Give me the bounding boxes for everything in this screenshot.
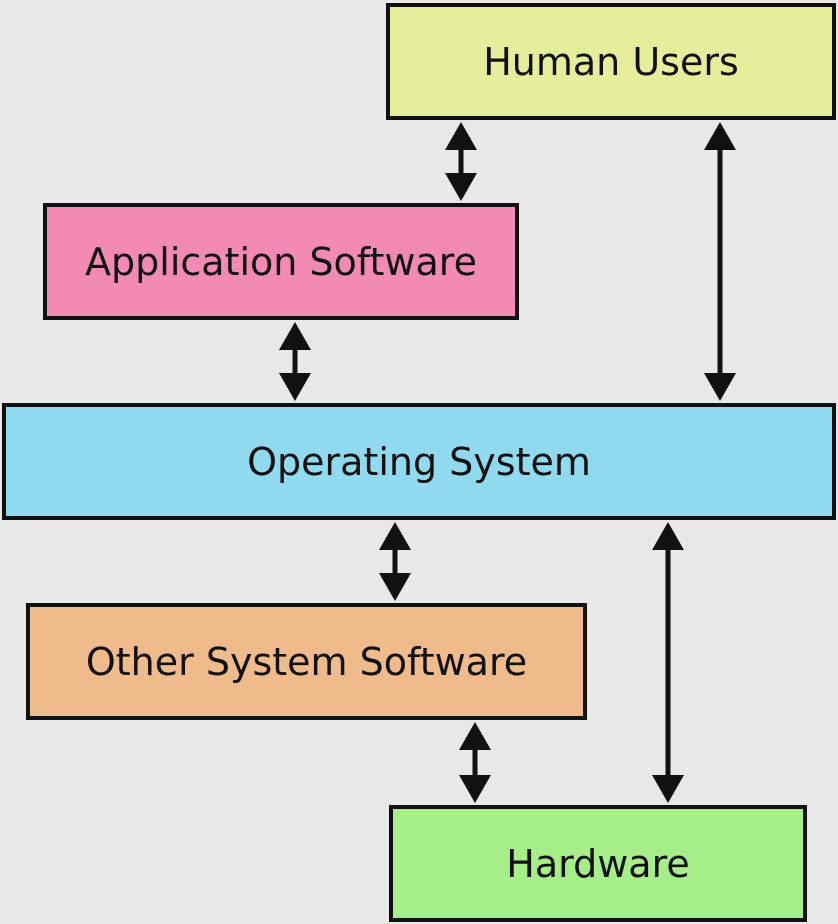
node-other-system-software-label: Other System Software — [85, 639, 528, 684]
arrow-operating-system-to-other-system-software — [379, 522, 411, 601]
arrowhead-up — [445, 122, 477, 150]
node-hardware: Hardware — [389, 805, 807, 922]
arrow-human-users-to-operating-system — [704, 122, 736, 401]
node-operating-system: Operating System — [2, 403, 836, 520]
arrow-human-users-to-application-software — [445, 122, 477, 201]
arrow-other-system-software-to-hardware — [459, 722, 491, 803]
arrowhead-down — [652, 775, 684, 803]
arrowhead-down — [279, 373, 311, 401]
node-human-users: Human Users — [386, 3, 836, 120]
arrow-application-software-to-operating-system — [279, 322, 311, 401]
arrowhead-up — [279, 322, 311, 350]
node-hardware-label: Hardware — [506, 841, 690, 886]
node-application-software: Application Software — [43, 203, 519, 320]
arrowhead-down — [704, 373, 736, 401]
arrow-operating-system-to-hardware — [652, 522, 684, 803]
arrowhead-up — [704, 122, 736, 150]
arrowhead-down — [445, 173, 477, 201]
arrowhead-up — [459, 722, 491, 750]
arrowhead-down — [459, 775, 491, 803]
node-operating-system-label: Operating System — [247, 439, 591, 484]
node-human-users-label: Human Users — [483, 39, 739, 84]
arrowhead-down — [379, 573, 411, 601]
arrowhead-up — [379, 522, 411, 550]
arrowhead-up — [652, 522, 684, 550]
node-application-software-label: Application Software — [85, 239, 477, 284]
node-other-system-software: Other System Software — [26, 603, 587, 720]
